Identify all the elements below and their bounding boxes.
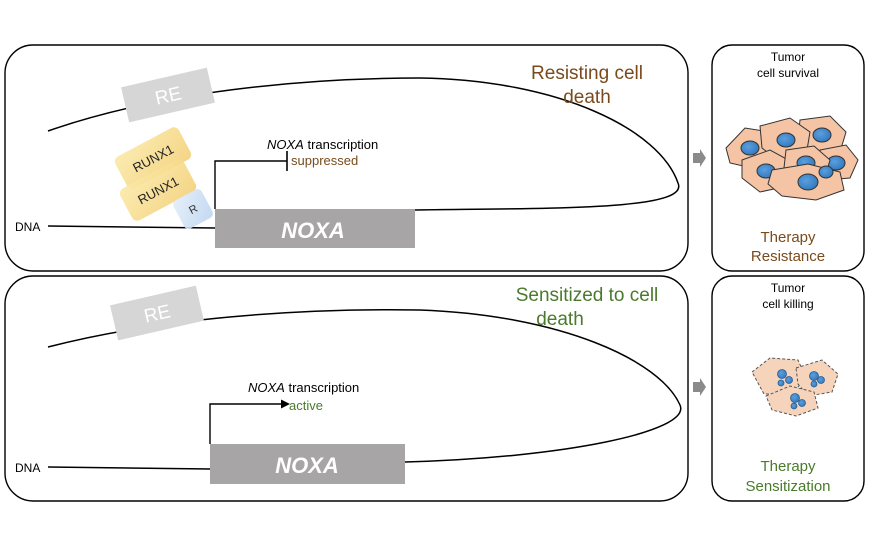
bottom-panel-frame	[4, 275, 689, 502]
bottom-noxa-gene-label: NOXA	[275, 453, 339, 478]
bottom-dna-label: DNA	[15, 461, 40, 475]
top-panel-title-line2: death	[563, 87, 611, 108]
top-re-element: RE	[121, 67, 215, 123]
bottom-panel: RE DNA NOXA NOXA transcription active Se…	[4, 275, 689, 502]
top-panel-title-line1: Resisting cell	[531, 63, 643, 84]
top-r-cofactor: R	[173, 189, 213, 229]
bottom-outcome-box: Tumor cell killing Therapy Sensitization	[711, 275, 865, 502]
bottom-arrowhead	[281, 399, 290, 409]
top-outcome-frame	[711, 44, 865, 272]
top-outcome-foot-line1: Therapy	[760, 229, 816, 246]
top-transcription-state: suppressed	[291, 153, 358, 168]
bottom-dna-loop	[47, 309, 682, 463]
top-outcome-arrow-icon	[693, 149, 706, 167]
bottom-outcome-foot-line1: Therapy	[760, 458, 816, 475]
bottom-outcome-head-line2: cell killing	[762, 297, 813, 311]
bottom-noxa-gene-box	[210, 444, 405, 484]
top-outcome-box: Tumor cell survival Therapy Resistance	[711, 44, 865, 272]
bottom-re-element: RE	[110, 285, 204, 341]
bottom-outcome-head-line1: Tumor	[771, 281, 805, 295]
bottom-outcome-frame	[711, 275, 865, 502]
top-outcome-head-line1: Tumor	[771, 50, 805, 64]
fragmented-nucleus-icon	[777, 369, 825, 410]
tumor-cell-cluster-icon	[725, 115, 859, 201]
bottom-transcription-text: NOXA transcription	[248, 380, 359, 395]
bottom-panel-title-line2: death	[536, 309, 584, 330]
top-runx1-lower: RUNX1	[119, 159, 197, 221]
top-suppressed-arrow	[214, 160, 287, 209]
bottom-active-arrow	[209, 403, 282, 444]
bottom-panel-title-line1: Sensitized to cell	[516, 285, 659, 306]
top-outcome-foot-line2: Resistance	[751, 248, 825, 265]
top-transcription-text: NOXA transcription	[267, 137, 378, 152]
top-dna-label: DNA	[15, 220, 40, 234]
top-panel-frame	[4, 44, 689, 272]
top-panel: RE RUNX1 RUNX1 R DNA NOXA NOXA transcrip…	[4, 44, 689, 272]
bottom-dna-line	[47, 466, 211, 470]
bottom-transcription-state: active	[289, 398, 323, 413]
bottom-outcome-foot-line2: Sensitization	[745, 478, 830, 495]
top-dna-loop	[47, 77, 680, 211]
top-noxa-gene-box	[215, 209, 415, 248]
top-noxa-gene-label: NOXA	[281, 218, 345, 243]
bottom-outcome-arrow-icon	[693, 378, 706, 396]
top-outcome-head-line2: cell survival	[757, 66, 819, 80]
